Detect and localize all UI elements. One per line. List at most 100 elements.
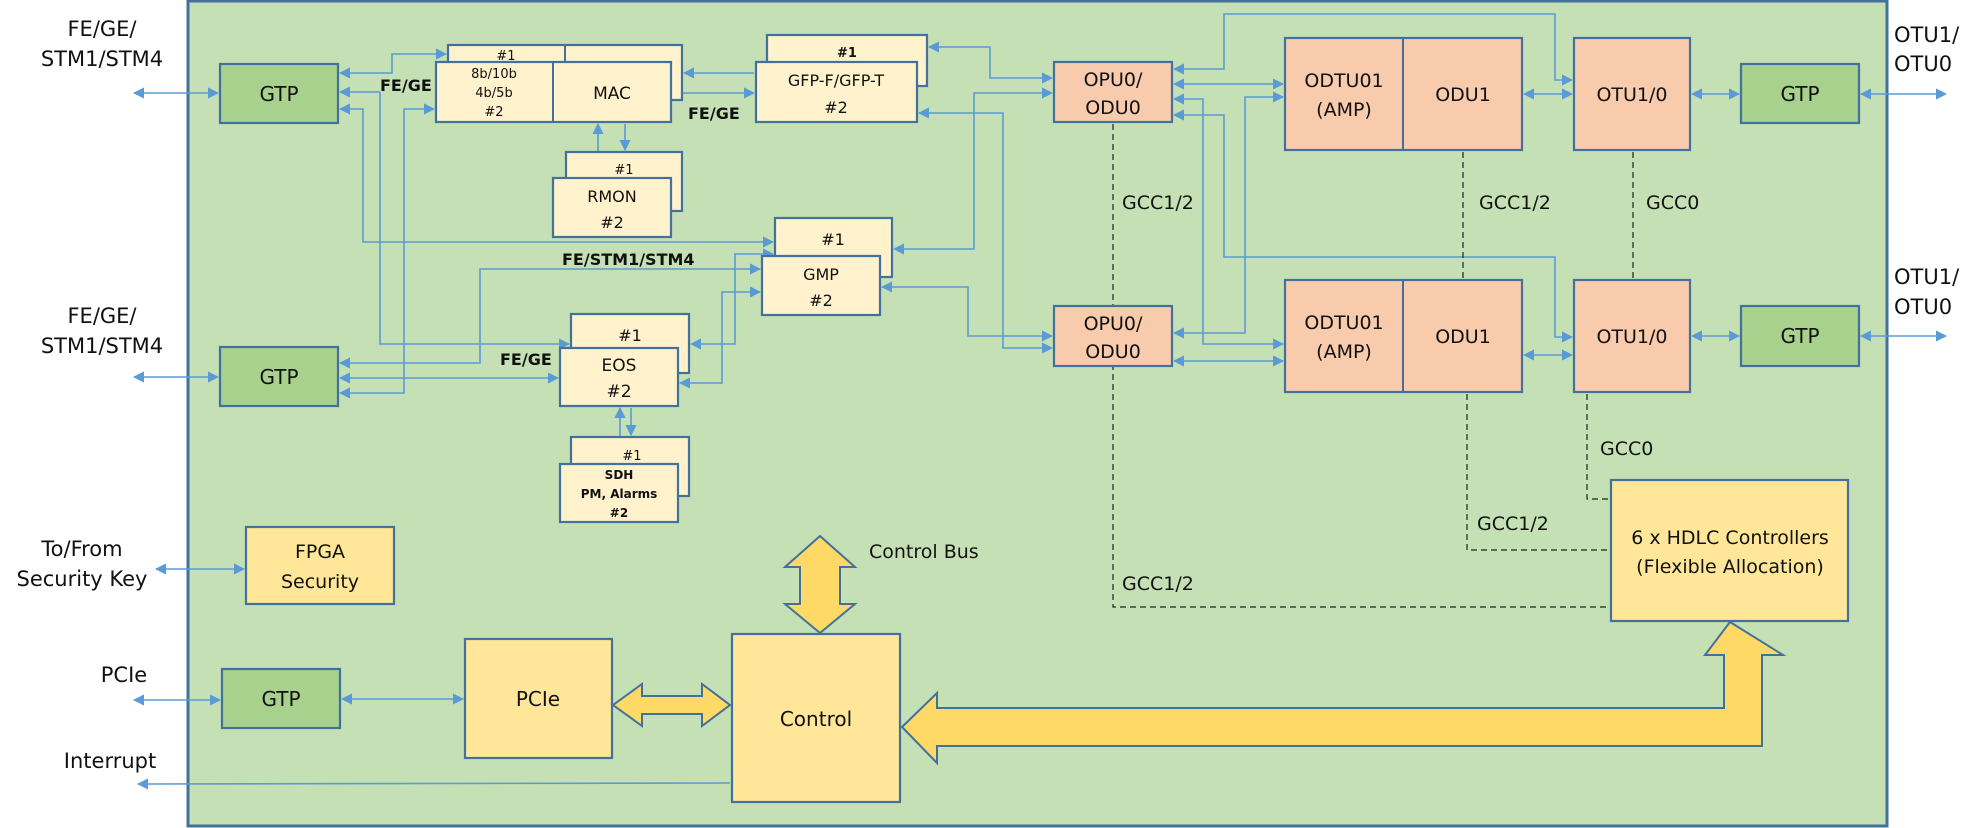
gtp-label: GTP: [259, 365, 298, 389]
right-port-1-label-line-1: OTU1/: [1894, 23, 1960, 47]
rmon-label: RMON: [587, 187, 636, 206]
gcc0-label-otu-top: GCC0: [1646, 192, 1699, 214]
mac-coding-line-3: #2: [484, 105, 503, 120]
control-label: Control: [780, 707, 852, 731]
odtu-odu1-block-2: ODTU01 (AMP) ODU1: [1283, 278, 1524, 394]
hdlc-controllers-block: 6 x HDLC Controllers (Flexible Allocatio…: [1609, 478, 1850, 623]
odtu-label: ODTU01: [1304, 312, 1383, 334]
sdh-pm-block: #1 SDH PM, Alarms #2: [558, 435, 691, 524]
wire-mac2-gtp2: [338, 103, 436, 399]
wire-gtp1-mac1: [338, 48, 448, 79]
opu-odu0-block-1: OPU0/ ODU0: [1052, 60, 1174, 124]
fe-ge-label-1: FE/GE: [380, 76, 432, 95]
gtp-block-pcie: GTP: [220, 667, 342, 730]
gtp-block-right-2: GTP: [1739, 304, 1861, 368]
odtu-label: ODTU01: [1304, 70, 1383, 92]
gmp-label: GMP: [803, 265, 839, 284]
fe-ge-label-2: FE/GE: [688, 104, 740, 123]
odu1-label: ODU1: [1435, 84, 1491, 106]
otu-block-2: OTU1/0: [1572, 278, 1692, 394]
eos-block: #1 EOS #2: [558, 312, 691, 408]
rmon-instance-2-label: #2: [600, 213, 624, 232]
mac-coding-line-2: 4b/5b: [475, 86, 512, 101]
pcie-label: PCIe: [516, 687, 560, 711]
gtp-label: GTP: [1780, 324, 1819, 348]
right-port-2-label-line-2: OTU0: [1894, 295, 1952, 319]
gcc0-label-otu-bot: GCC0: [1600, 438, 1653, 460]
gcc12-label-odu1-bot: GCC1/2: [1477, 513, 1549, 535]
otu-label: OTU1/0: [1596, 84, 1667, 106]
sdh-label: SDH: [605, 468, 634, 482]
fe-stm-label: FE/STM1/STM4: [562, 250, 695, 269]
gtp-label: GTP: [1780, 82, 1819, 106]
gtp-label: GTP: [259, 82, 298, 106]
gcc12-label-opu2: GCC1/2: [1122, 573, 1194, 595]
wire-opu2-odtu1: [1172, 91, 1285, 339]
pcie-control-fat-arrow: [611, 682, 732, 728]
gfp-instance-1-label: #1: [837, 46, 857, 61]
fpga-security-block: FPGA Security: [244, 525, 396, 606]
sdh-pm-alarms-label: PM, Alarms: [581, 487, 658, 501]
hdlc-label-line-2: (Flexible Allocation): [1636, 556, 1824, 578]
amp-label: (AMP): [1316, 99, 1372, 121]
hdlc-label-line-1: 6 x HDLC Controllers: [1631, 527, 1829, 549]
gmp-block: #1 GMP #2: [760, 216, 894, 317]
odu0-label: ODU0: [1085, 97, 1141, 119]
otu-label: OTU1/0: [1596, 326, 1667, 348]
gcc-odu1-bot-hdlc: [1466, 394, 1609, 551]
gfp-instance-2-label: #2: [824, 98, 848, 117]
rmon-block: #1 RMON #2: [551, 150, 684, 239]
fpga-label: FPGA: [295, 541, 345, 563]
left-port-2-label-line-1: FE/GE/: [67, 304, 137, 328]
opu-odu0-block-2: OPU0/ ODU0: [1052, 304, 1174, 368]
rmon-instance-1-label: #1: [614, 163, 633, 178]
eos-instance-1-label: #1: [618, 326, 642, 345]
right-port-1-label-line-2: OTU0: [1894, 52, 1952, 76]
fe-ge-label-3: FE/GE: [500, 350, 552, 369]
mac-block: #1 8b/10b 4b/5b #2 MAC: [434, 43, 684, 124]
signal-wires: [132, 13, 1948, 790]
control-bus-label: Control Bus: [869, 541, 979, 563]
wire-gfp1-opu-top: [927, 41, 1054, 84]
gfp-block: #1 GFP-F/GFP-T #2: [754, 33, 929, 124]
gtp-block-right-1: GTP: [1739, 62, 1861, 125]
odtu-odu1-block-1: ODTU01 (AMP) ODU1: [1283, 36, 1524, 152]
gfp-label: GFP-F/GFP-T: [788, 71, 884, 90]
wire-interrupt: [136, 778, 731, 790]
gcc12-label-opu1: GCC1/2: [1122, 192, 1194, 214]
left-port-1-label-line-2: STM1/STM4: [41, 47, 163, 71]
gtp-block-left-2: GTP: [218, 345, 340, 408]
gtp-label: GTP: [261, 687, 300, 711]
left-port-2-label-line-2: STM1/STM4: [41, 334, 163, 358]
left-port-1-label-line-1: FE/GE/: [67, 17, 137, 41]
right-port-2-label-line-1: OTU1/: [1894, 265, 1960, 289]
pcie-block: PCIe: [463, 637, 614, 760]
gcc-lines: [1112, 124, 1634, 608]
amp-label: (AMP): [1316, 341, 1372, 363]
wire-gmp2-opu-bot: [880, 281, 1054, 342]
eos-instance-2-label: #2: [606, 382, 631, 402]
sdh-instance-2-label: #2: [610, 506, 628, 520]
otu-block-1: OTU1/0: [1572, 36, 1692, 152]
gcc12-label-odu1-top: GCC1/2: [1479, 192, 1551, 214]
security-key-label-line-2: Security Key: [17, 567, 148, 591]
gcc-otu-bot-hdlc: [1586, 394, 1609, 500]
eos-label: EOS: [602, 356, 637, 376]
gcc-opu1-hdlc: [1112, 124, 1609, 608]
opu-label: OPU0/: [1084, 69, 1143, 91]
gmp-instance-1-label: #1: [821, 230, 845, 249]
odu0-label: ODU0: [1085, 341, 1141, 363]
wire-gtp2-gmp2: [338, 263, 762, 369]
gtp-block-left-1: GTP: [218, 62, 340, 125]
security-label: Security: [281, 571, 359, 593]
pcie-ext-label: PCIe: [101, 663, 147, 687]
mac-coding-line-1: 8b/10b: [471, 67, 517, 82]
sdh-instance-1-label: #1: [622, 449, 641, 464]
security-key-label-line-1: To/From: [40, 537, 122, 561]
wire-eos2-gmp2: [678, 286, 762, 389]
odu1-label: ODU1: [1435, 326, 1491, 348]
gmp-instance-2-label: #2: [809, 291, 833, 310]
opu-label: OPU0/: [1084, 313, 1143, 335]
control-block: Control: [730, 632, 902, 804]
